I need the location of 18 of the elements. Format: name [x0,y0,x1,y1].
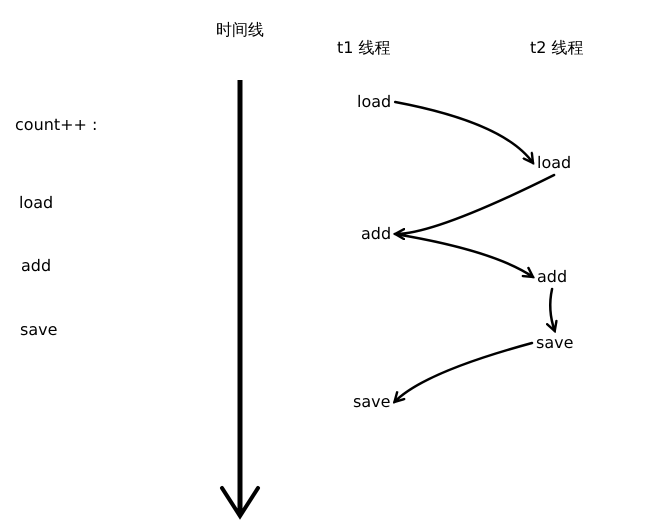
arrow [394,174,556,240]
column-heading: t2 线程 [530,38,584,58]
step-text: save [20,320,58,340]
code-text: count++ : [15,115,98,135]
axis-label: 时间线 [216,20,264,40]
column-heading: t1 线程 [337,38,391,58]
arrow [394,232,534,278]
step-label: save [353,392,390,412]
step-label: load [357,92,392,112]
step-text: load [19,193,54,213]
step-label: add [361,224,392,244]
arrow [393,342,534,404]
arrow [546,288,558,332]
step-text: add [21,256,52,276]
step-label: save [536,333,574,353]
step-label: add [537,267,568,287]
step-label: load [537,153,572,173]
arrow [394,100,534,164]
